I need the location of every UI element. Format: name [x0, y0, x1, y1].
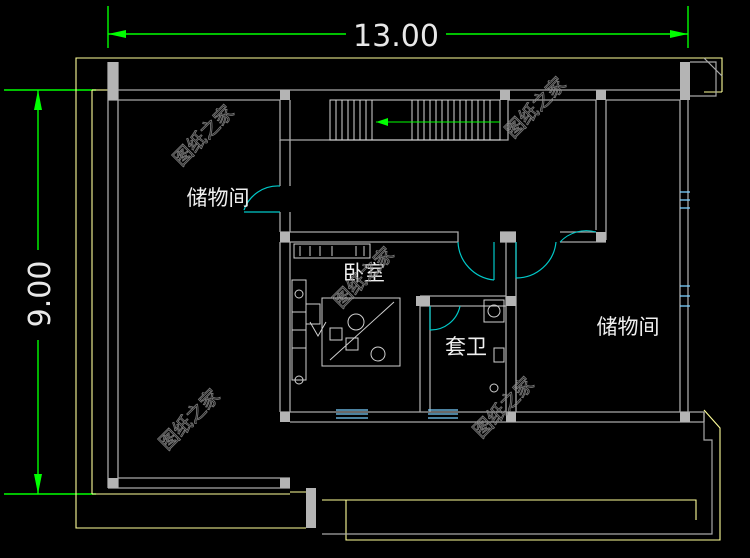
watermark-text: 图纸之家	[155, 385, 224, 454]
watermarks: 图纸之家 图纸之家 图纸之家 图纸之家 图纸之家	[155, 73, 571, 455]
bath-fixtures	[483, 299, 505, 393]
room-label-ensuite-bath: 套卫	[445, 335, 487, 359]
height-dimension-label: 9.00	[23, 261, 58, 328]
room-label-storage-left: 储物间	[187, 186, 250, 210]
columns	[108, 62, 690, 528]
room-labels: 储物间 卧室 套卫 储物间	[187, 186, 660, 359]
outer-outline	[75, 57, 723, 541]
watermark-text: 图纸之家	[469, 373, 538, 442]
watermark-text: 图纸之家	[501, 73, 570, 142]
room-label-bedroom: 卧室	[343, 261, 385, 285]
width-dimension-label: 13.00	[353, 19, 439, 54]
watermark-text: 图纸之家	[169, 101, 238, 170]
staircase	[329, 99, 501, 141]
doors	[243, 185, 597, 331]
terrace-edge	[322, 57, 723, 535]
bedroom-furniture	[291, 243, 401, 385]
room-label-storage-right: 储物间	[597, 315, 660, 339]
dimension-labels: 13.00 9.00	[22, 19, 446, 340]
dimension-lines	[4, 6, 689, 495]
windows	[336, 191, 690, 419]
